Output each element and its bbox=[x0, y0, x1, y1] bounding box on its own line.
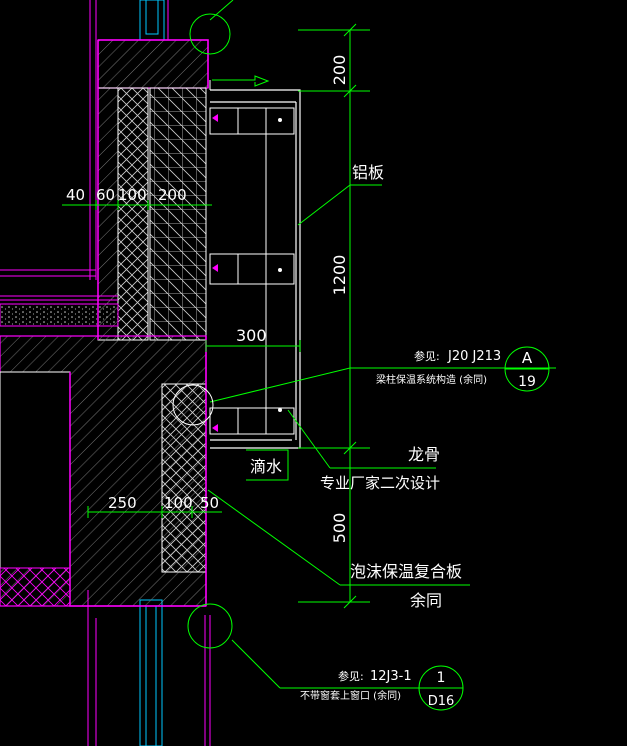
leader-lines bbox=[207, 0, 556, 689]
dim-100-bottom: 100 bbox=[164, 494, 193, 512]
ref-a-note: 梁柱保温系统构造 (余同) bbox=[376, 373, 487, 386]
upper-beam-outline bbox=[97, 39, 209, 340]
dim-500-vertical: 500 bbox=[330, 513, 349, 544]
ref-b-codes: 12J3-1 bbox=[370, 669, 412, 684]
keel-dots bbox=[278, 118, 282, 412]
label-same-elsewhere: 余同 bbox=[410, 591, 442, 610]
detail-circle-bottom bbox=[187, 603, 233, 649]
label-keel: 龙骨 bbox=[408, 445, 440, 464]
dim-200-vertical: 200 bbox=[330, 55, 349, 86]
ref-b-note: 不带窗套上窗口 (余同) bbox=[300, 689, 401, 702]
upper-insulation-cross bbox=[117, 87, 149, 341]
ref-b-bottom: D16 bbox=[428, 694, 455, 709]
anchor-icons bbox=[212, 114, 218, 432]
dim-1200-vertical: 1200 bbox=[330, 255, 349, 296]
upper-wall-strip bbox=[97, 87, 119, 341]
dim-40: 40 bbox=[66, 186, 85, 204]
vertical-dimension-chain bbox=[298, 23, 370, 609]
ref-a-see-prefix: 参见: bbox=[414, 349, 440, 363]
ref-a-bottom: 19 bbox=[518, 374, 536, 390]
ref-a-codes: J20 J213 bbox=[447, 349, 501, 364]
dim-300-line bbox=[205, 340, 301, 352]
ref-b-top: 1 bbox=[437, 670, 446, 686]
floor-slab-screed bbox=[0, 303, 119, 327]
dim-200-horizontal: 200 bbox=[158, 186, 187, 204]
label-secondary-design: 专业厂家二次设计 bbox=[320, 474, 440, 492]
label-aluminum-panel: 铝板 bbox=[352, 163, 384, 182]
lower-outline bbox=[69, 336, 207, 607]
window-frame-top bbox=[139, 0, 165, 41]
detail-circle-top bbox=[189, 13, 231, 55]
ref-b-see-prefix: 参见: bbox=[338, 669, 364, 683]
dim-250: 250 bbox=[108, 494, 137, 512]
dim-100-top: 100 bbox=[118, 186, 147, 204]
label-foam-board: 泡沫保温复合板 bbox=[350, 562, 462, 581]
top-horizontal-dimension bbox=[62, 200, 212, 210]
drip-box bbox=[246, 449, 289, 481]
lower-insulation bbox=[161, 383, 207, 573]
window-frame-bottom bbox=[139, 599, 163, 746]
upper-beam bbox=[97, 39, 209, 89]
detail-circle-mid bbox=[172, 384, 214, 426]
upper-insulation-tri bbox=[149, 87, 207, 341]
arrow-marker bbox=[212, 75, 270, 87]
aluminum-panel bbox=[210, 89, 301, 449]
keel-frame bbox=[209, 107, 295, 435]
lower-opening bbox=[0, 371, 71, 569]
dim-60: 60 bbox=[96, 186, 115, 204]
dim-300: 300 bbox=[236, 326, 267, 345]
bottom-horizontal-dimension bbox=[87, 506, 222, 518]
floor-hatch-bottom bbox=[0, 567, 71, 607]
ref-a-top: A bbox=[522, 349, 533, 367]
wall-outline-lines bbox=[87, 0, 211, 746]
label-drip: 滴水 bbox=[250, 457, 282, 476]
dim-50: 50 bbox=[200, 494, 219, 512]
